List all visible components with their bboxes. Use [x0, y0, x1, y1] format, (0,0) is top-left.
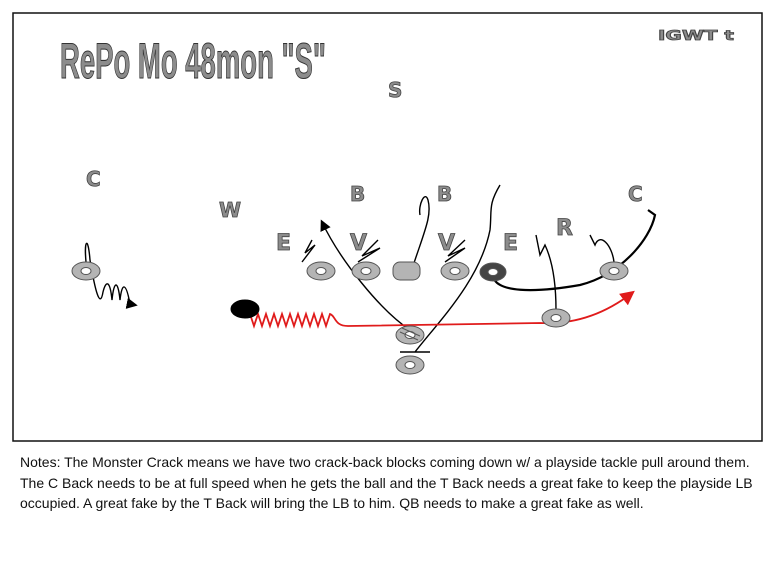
defender-c-left: C	[86, 167, 101, 191]
player-wr-left	[71, 261, 101, 281]
route-guard-left	[357, 239, 381, 263]
play-title: RePo Mo 48mon "S"	[60, 32, 326, 89]
player-tackle-left	[306, 261, 336, 281]
player-wing	[599, 261, 629, 281]
defender-w: W	[219, 198, 241, 222]
route-cback-ball	[249, 290, 635, 329]
route-tackle-pull	[491, 209, 657, 292]
route-wr-left	[84, 242, 138, 309]
player-tackle-right	[479, 262, 507, 282]
defender-v-left: V	[350, 231, 367, 256]
routes	[84, 184, 657, 353]
offense	[71, 261, 629, 375]
route-tback-fake	[320, 219, 411, 331]
route-guard-right	[444, 239, 466, 263]
play-tag: IGWT t	[658, 29, 734, 44]
defender-r: R	[556, 216, 573, 241]
field-frame	[12, 12, 763, 442]
defender-v-right: V	[438, 231, 455, 256]
route-tackle-left	[301, 239, 316, 263]
defender-b-left: B	[350, 182, 365, 206]
defender-e-right: E	[503, 231, 518, 256]
defender-s: S	[388, 78, 402, 102]
route-wing	[589, 234, 615, 263]
player-tback	[395, 355, 425, 375]
defender-b-right: B	[437, 182, 452, 206]
player-guard-left	[351, 261, 381, 281]
player-center	[392, 261, 421, 281]
route-center	[413, 196, 430, 264]
defender-e-left: E	[276, 231, 291, 256]
player-cback-motion	[230, 299, 260, 319]
route-qb	[400, 184, 501, 353]
player-qb	[395, 325, 425, 345]
player-guard-right	[440, 261, 470, 281]
route-te	[535, 234, 557, 311]
defender-c-right: C	[628, 182, 643, 206]
play-notes: Notes: The Monster Crack means we have t…	[20, 454, 753, 511]
player-te-back	[541, 308, 571, 328]
